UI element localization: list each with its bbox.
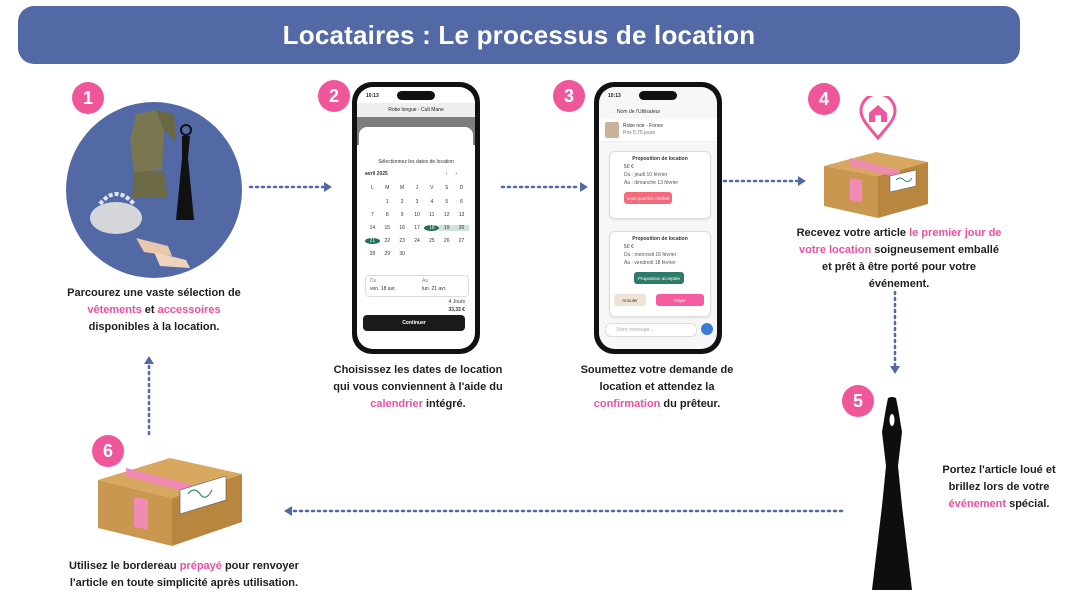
- month-label[interactable]: avril 2025: [365, 171, 388, 177]
- step-1-badge: 1: [72, 82, 104, 114]
- calendar-day[interactable]: 18: [424, 225, 440, 231]
- to-date: lun. 21 avr.: [422, 286, 447, 292]
- calendar-day[interactable]: 27: [458, 238, 465, 244]
- calendar-day[interactable]: 3: [415, 199, 419, 205]
- step-6-caption: Utilisez le bordereau prépayé pour renvo…: [69, 560, 299, 589]
- message-input[interactable]: Votre message...: [605, 323, 697, 337]
- chat-contact: Nom de l'Utilisateur: [617, 109, 661, 115]
- step-5-caption: Portez l'article loué et brillez lors de…: [942, 464, 1056, 510]
- calendar-day[interactable]: 25: [429, 238, 435, 244]
- arrow-step5-to-step6: [284, 506, 844, 516]
- calendar-day[interactable]: 13: [458, 212, 465, 218]
- calendar-day[interactable]: 10: [414, 212, 420, 218]
- duration-label: 4 Jours: [448, 299, 465, 305]
- modal-title: Sélectionnez les dates de location: [378, 159, 454, 165]
- calendar-day[interactable]: 7: [371, 212, 374, 218]
- arrow-step1-to-step2: [248, 182, 332, 192]
- send-icon[interactable]: [701, 323, 713, 335]
- arrow-step3-to-step4: [722, 176, 806, 186]
- weekday-label: V: [430, 185, 434, 191]
- step-1-caption: Parcourez une vaste sélection de vêtemen…: [67, 287, 241, 333]
- calendar-day: [454, 251, 469, 257]
- date-range-summary: Du ven. 18 avr. Au lun. 21 avr.: [365, 275, 469, 297]
- proposal-card-2: Proposition de location 50 € Du : mercre…: [609, 231, 711, 317]
- price-label: 33,33 €: [448, 307, 465, 313]
- calendar-day[interactable]: 23: [399, 238, 405, 244]
- calendar-day[interactable]: 4: [430, 199, 434, 205]
- calendar-day[interactable]: 8: [385, 212, 389, 218]
- calendar-day[interactable]: 20: [454, 225, 469, 231]
- step-2-badge: 2: [318, 80, 350, 112]
- month-nav-icon[interactable]: ‹›: [445, 171, 465, 177]
- calendar-day[interactable]: 29: [384, 251, 391, 257]
- arrow-step6-to-step1: [144, 356, 154, 436]
- decline-button[interactable]: Vous pourriez décliné: [624, 192, 672, 204]
- step-4-badge: 4: [808, 83, 840, 115]
- calendar-day[interactable]: 14: [369, 225, 376, 231]
- calendar-day[interactable]: 16: [399, 225, 405, 231]
- cancel-button[interactable]: Annuler: [614, 294, 646, 306]
- page-title: Locataires : Le processus de location: [282, 19, 756, 50]
- calendar-day[interactable]: 15: [384, 225, 391, 231]
- calendar-day[interactable]: 12: [443, 212, 450, 218]
- calendar-day[interactable]: 6: [460, 199, 463, 205]
- weekday-label: J: [415, 185, 419, 191]
- from-date: ven. 18 avr.: [370, 286, 396, 292]
- calendar-day[interactable]: 2: [400, 199, 404, 205]
- calendar-day[interactable]: 28: [369, 251, 376, 257]
- item-thumbnail: [605, 122, 619, 138]
- step-3-badge: 3: [553, 80, 585, 112]
- calendar-day[interactable]: 21: [365, 238, 380, 244]
- calendar-day[interactable]: 19: [439, 225, 455, 231]
- step-5-badge: 5: [842, 385, 874, 417]
- parcel-box: [824, 152, 928, 218]
- arrow-step4-to-step5: [890, 290, 900, 374]
- step-3-caption: Soumettez votre demande de location et a…: [580, 364, 734, 410]
- home-location-pin-icon: [859, 96, 897, 140]
- pay-button[interactable]: Payer: [656, 294, 704, 306]
- weekday-label: L: [371, 185, 374, 191]
- calendar-day[interactable]: 17: [414, 225, 420, 231]
- proposal-card-1: Proposition de location 50 € Du : jeudi …: [609, 151, 711, 219]
- calendar-day[interactable]: 11: [429, 212, 435, 218]
- parcel-box: [98, 458, 242, 546]
- item-summary: Robe noir - Fonce Prix 5,75 jours: [599, 119, 717, 142]
- black-halter-dress: [872, 397, 912, 590]
- status-time: 10:13: [366, 93, 379, 99]
- clothing-collage: [66, 102, 242, 278]
- weekday-label: D: [459, 185, 464, 191]
- title-banner: Locataires : Le processus de location: [18, 6, 1020, 64]
- product-header: Robe longue - Cult Mane: [357, 103, 475, 117]
- step-4-caption: Recevez votre article le premier jour de…: [796, 227, 1002, 290]
- calendar-day: [365, 199, 380, 205]
- arrow-step2-to-step3: [500, 182, 588, 192]
- weekday-label: M: [385, 185, 390, 191]
- phone-chat: 10:13 Nom de l'Utilisateur Robe noir - F…: [594, 82, 722, 354]
- calendar-day[interactable]: 1: [385, 199, 389, 205]
- calendar-day[interactable]: 22: [384, 238, 391, 244]
- calendar-day[interactable]: 26: [443, 238, 450, 244]
- step-2-caption: Choisissez les dates de location qui vou…: [333, 364, 503, 410]
- accepted-status: Proposition acceptée: [634, 272, 684, 284]
- calendar-day: [439, 251, 454, 257]
- calendar-day[interactable]: 24: [414, 238, 420, 244]
- weekday-label: S: [445, 185, 449, 191]
- calendar-day: [424, 251, 439, 257]
- weekday-label: M: [400, 185, 405, 191]
- continue-button[interactable]: Continuer: [363, 315, 465, 331]
- phone-calendar: 10:13 Robe longue - Cult Mane Sélectionn…: [352, 82, 480, 354]
- step-6-badge: 6: [92, 435, 124, 467]
- calendar-day[interactable]: 30: [399, 251, 405, 257]
- calendar-day: [410, 251, 425, 257]
- calendar-day[interactable]: 9: [400, 212, 404, 218]
- status-time: 10:13: [608, 93, 621, 99]
- date-picker-modal: Sélectionnez les dates de location avril…: [359, 127, 473, 327]
- calendar-day[interactable]: 5: [445, 199, 449, 205]
